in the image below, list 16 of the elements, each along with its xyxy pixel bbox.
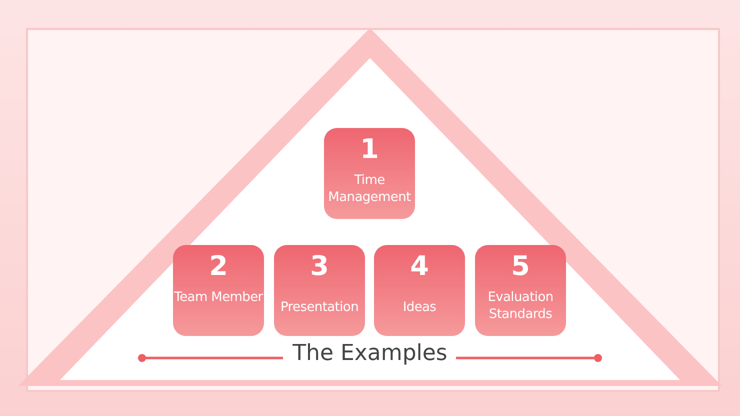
step-label: Time Management — [327, 172, 412, 206]
step-number: 5 — [511, 251, 530, 283]
step-label: Presentation — [279, 299, 360, 316]
title: The Examples — [292, 341, 448, 366]
step-number: 3 — [310, 251, 329, 283]
step-box — [475, 245, 566, 336]
step-label: Ideas — [402, 299, 438, 316]
step-number: 1 — [360, 134, 379, 166]
step-number: 4 — [410, 251, 429, 283]
step-label: Team Member — [173, 289, 264, 306]
step-number: 2 — [209, 251, 228, 283]
step-box — [374, 245, 465, 336]
step-box — [274, 245, 365, 336]
step-box — [324, 128, 415, 219]
step-box — [173, 245, 264, 336]
step-label: Evaluation Standards — [486, 289, 554, 323]
